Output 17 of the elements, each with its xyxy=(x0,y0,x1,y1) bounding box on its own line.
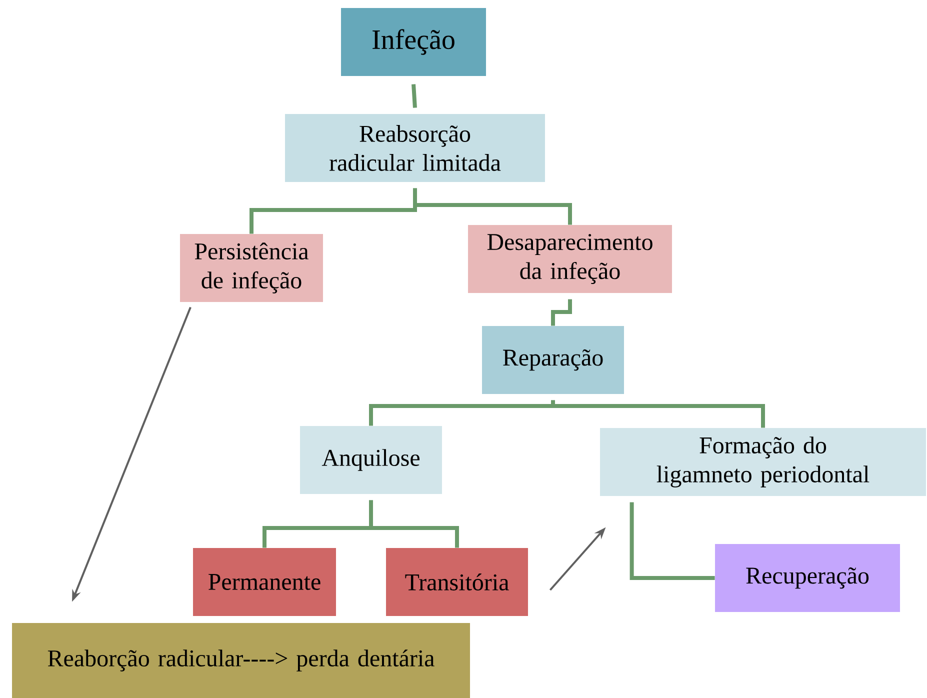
connector xyxy=(630,502,715,580)
box: Persistência de infeção xyxy=(180,234,323,302)
box: Reabsorção radicular limitada xyxy=(285,114,545,182)
box: Permanente xyxy=(193,548,336,616)
connector xyxy=(551,400,765,428)
box: Desaparecimento da infeção xyxy=(468,225,672,293)
box: Transitória xyxy=(386,548,528,616)
box: Infeção xyxy=(341,8,486,76)
box: Reaborção radicular----> perda dentária xyxy=(12,623,470,698)
connector xyxy=(551,299,572,326)
connector xyxy=(412,84,417,108)
connector xyxy=(413,188,572,225)
box: Recuperação xyxy=(715,544,900,612)
box: Reparação xyxy=(482,326,624,394)
box: Anquilose xyxy=(300,426,442,494)
connector xyxy=(369,500,459,548)
box: Formação do ligamneto periodontal xyxy=(600,428,926,496)
